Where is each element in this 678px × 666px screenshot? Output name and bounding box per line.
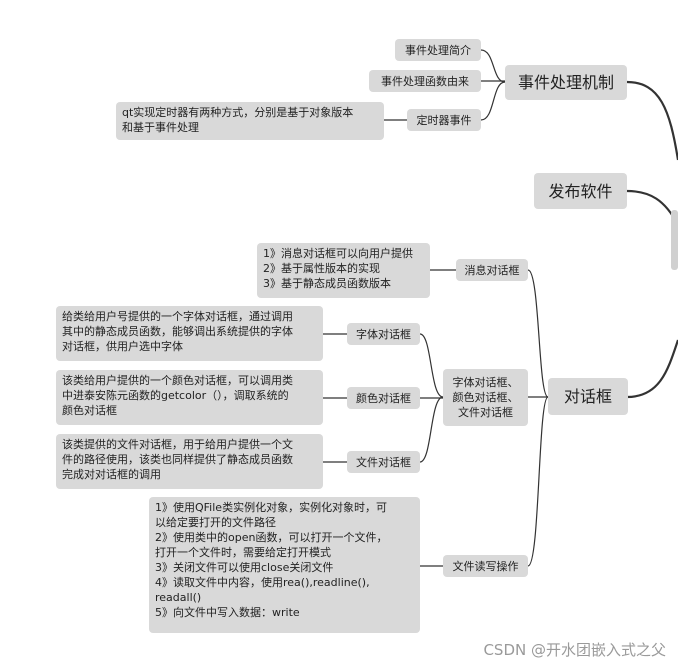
note-color-dialog: 该类给用户提供的一个颜色对话框，可以调用类 中进泰安陈元函数的getcolor（… [56, 370, 323, 425]
watermark: CSDN @开水团嵌入式之父 [483, 641, 666, 659]
node-event-function-origin[interactable]: 事件处理函数由来 [369, 70, 481, 92]
note-font-dialog: 给类给用户号提供的一个字体对话框，通过调用 其中的静态成员函数，能够调出系统提供… [56, 306, 323, 361]
root-node-edge[interactable] [671, 210, 678, 270]
branch-publish-software[interactable]: 发布软件 [534, 173, 627, 209]
node-dialog-group[interactable]: 字体对话框、 颜色对话框、 文件对话框 [443, 369, 528, 426]
node-file-dialog[interactable]: 文件对话框 [347, 451, 420, 473]
node-file-read-write[interactable]: 文件读写操作 [443, 555, 528, 577]
node-font-dialog[interactable]: 字体对话框 [347, 323, 420, 345]
node-color-dialog[interactable]: 颜色对话框 [347, 387, 420, 409]
branch-event-handling[interactable]: 事件处理机制 [505, 65, 627, 100]
node-timer-event[interactable]: 定时器事件 [407, 109, 481, 131]
note-file-read-write: 1》使用QFile类实例化对象，实例化对象时，可 以给定要打开的文件路径 2》使… [149, 497, 420, 633]
node-event-intro[interactable]: 事件处理简介 [395, 39, 481, 61]
node-message-dialog[interactable]: 消息对话框 [456, 259, 528, 281]
note-timer-event: qt实现定时器有两种方式，分别是基于对象版本 和基于事件处理 [116, 102, 384, 140]
note-file-dialog: 该类提供的文件对话框，用于给用户提供一个文 件的路径使用，该类也同样提供了静态成… [56, 434, 323, 489]
branch-dialogs[interactable]: 对话框 [548, 378, 628, 415]
note-message-dialog: 1》消息对话框可以向用户提供 2》基于属性版本的实现 3》基于静态成员函数版本 [257, 243, 430, 298]
